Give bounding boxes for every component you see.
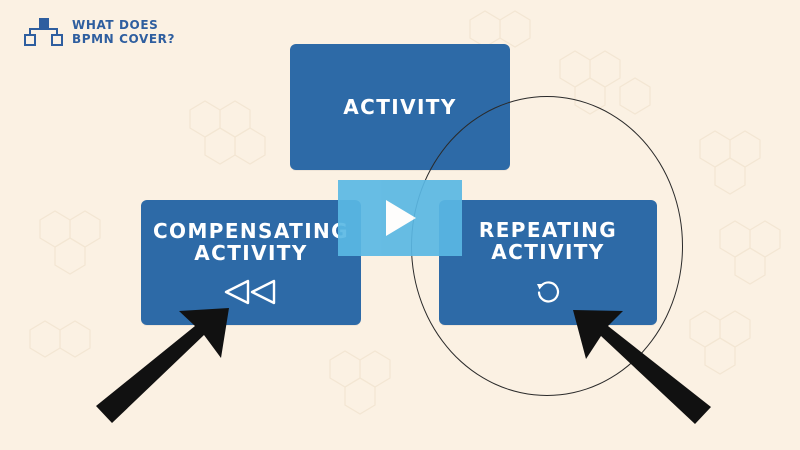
compensating-title-line-2: ACTIVITY — [194, 240, 308, 265]
compensating-title-line-1: COMPENSATING — [152, 218, 349, 243]
logo-line-1: WHAT DOES — [72, 18, 159, 32]
logo: WHAT DOES BPMN COVER? — [22, 16, 175, 48]
logo-line-2: BPMN COVER? — [72, 32, 176, 46]
play-button[interactable] — [338, 180, 462, 256]
logo-title: WHAT DOES BPMN COVER? — [72, 18, 175, 46]
activity-card: ACTIVITY — [290, 44, 510, 170]
logo-icon — [24, 18, 63, 46]
activity-title: ACTIVITY — [343, 95, 457, 119]
compensating-activity-card: COMPENSATING ACTIVITY — [141, 200, 361, 325]
rewind-icon — [224, 279, 276, 304]
compensating-activity-title: COMPENSATING ACTIVITY — [153, 220, 349, 264]
play-icon — [386, 200, 416, 236]
